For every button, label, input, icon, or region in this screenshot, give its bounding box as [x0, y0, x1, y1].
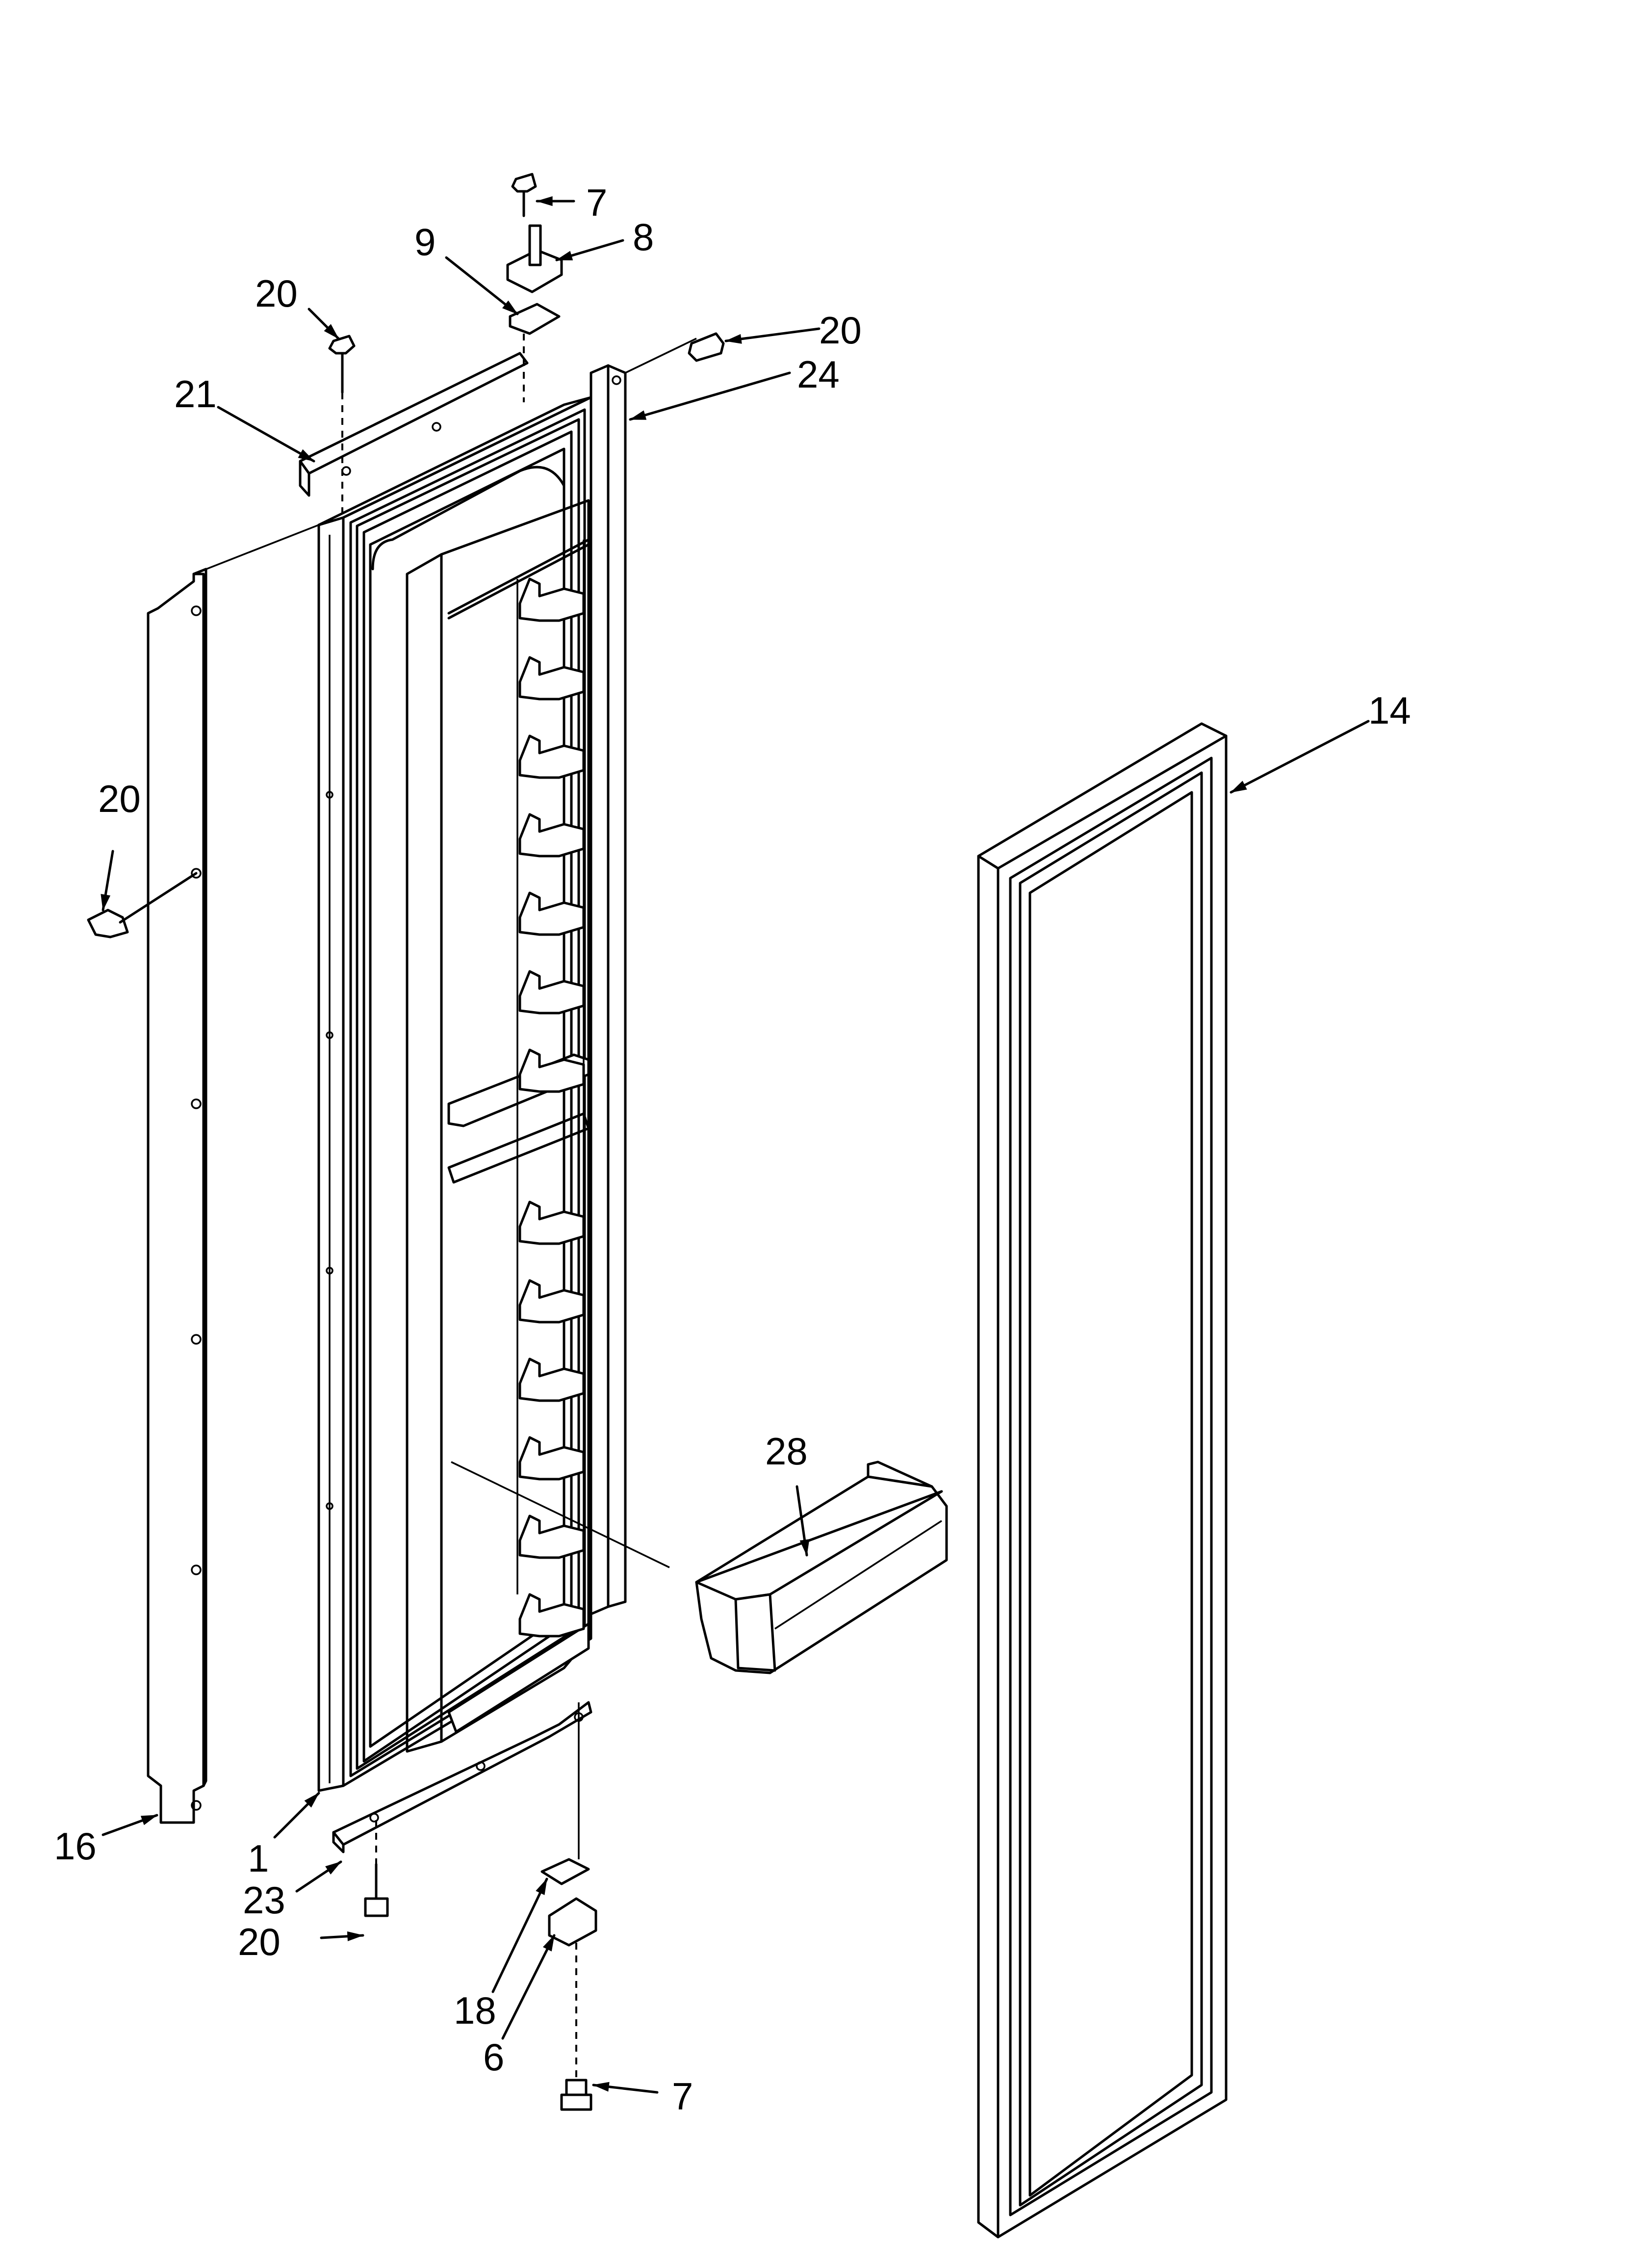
callout-labels: 7 8 9 20 20 24 21 14 20 28 16 1 23 20 18…	[54, 181, 1411, 2118]
callout-6: 6	[483, 2035, 504, 2079]
callout-16: 16	[54, 1825, 97, 1868]
callout-7-bottom: 7	[672, 2075, 693, 2118]
screw-20-top-left	[328, 335, 356, 394]
hinge-side-trim-24	[590, 364, 627, 1616]
callout-21: 21	[174, 372, 217, 416]
top-hinge-parts	[506, 173, 563, 402]
callout-23: 23	[243, 1878, 285, 1922]
shelf-clips	[518, 577, 585, 1638]
door-assembly-1	[317, 396, 592, 1792]
callout-24: 24	[797, 353, 840, 396]
callout-20-top-left: 20	[255, 272, 298, 315]
door-bin-28	[695, 1460, 948, 1674]
callout-8: 8	[633, 215, 654, 259]
callout-20-bottom: 20	[238, 1920, 281, 1963]
callout-7-top: 7	[586, 181, 607, 224]
leader-arrows	[101, 196, 1370, 2094]
callout-1: 1	[248, 1837, 269, 1880]
door-panel-14	[977, 722, 1228, 2239]
side-trim-panel-16	[147, 568, 207, 1824]
callout-20-top-right: 20	[819, 309, 862, 352]
screw-20-top-right	[688, 332, 725, 362]
callout-20-left: 20	[98, 777, 141, 820]
callout-28: 28	[765, 1430, 808, 1473]
top-trim-21	[299, 352, 529, 497]
callout-18: 18	[454, 1989, 496, 2032]
bottom-trim-23	[332, 1701, 592, 1853]
bottom-hinge-parts	[540, 1858, 597, 2111]
screw-20-bottom	[364, 1863, 389, 1917]
callout-14: 14	[1368, 689, 1411, 732]
callout-9: 9	[414, 220, 436, 263]
